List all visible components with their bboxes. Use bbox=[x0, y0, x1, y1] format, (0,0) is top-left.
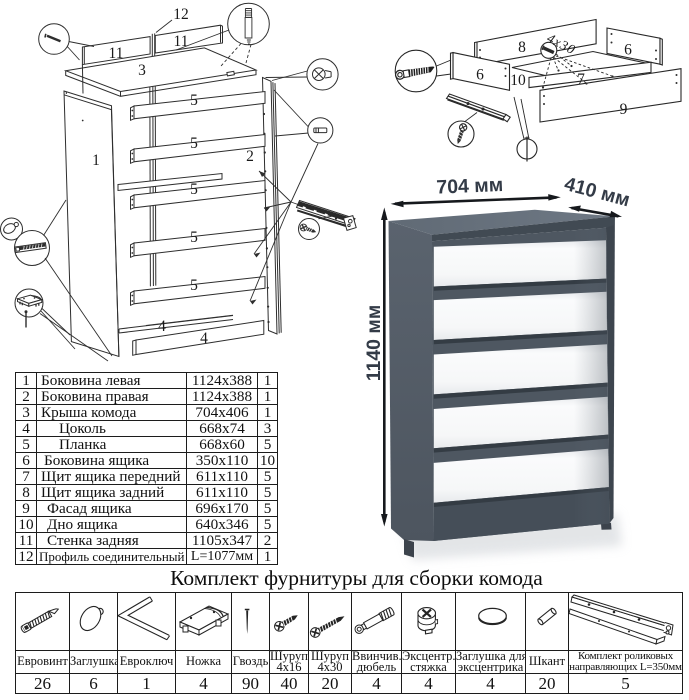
svg-text:5: 5 bbox=[190, 229, 198, 246]
svg-text:6: 6 bbox=[476, 67, 484, 84]
svg-text:5: 5 bbox=[190, 135, 198, 152]
svg-text:6: 6 bbox=[624, 42, 632, 59]
svg-text:4: 4 bbox=[158, 318, 166, 335]
svg-text:1140 мм: 1140 мм bbox=[363, 305, 385, 382]
svg-text:11: 11 bbox=[109, 45, 124, 62]
svg-text:12: 12 bbox=[173, 6, 189, 23]
svg-text:1: 1 bbox=[92, 152, 100, 169]
svg-text:8: 8 bbox=[518, 39, 526, 56]
svg-text:410 мм: 410 мм bbox=[562, 173, 632, 212]
svg-text:2: 2 bbox=[246, 148, 254, 165]
svg-text:4: 4 bbox=[200, 330, 208, 347]
svg-text:5: 5 bbox=[190, 92, 198, 109]
svg-text:9: 9 bbox=[620, 101, 628, 118]
svg-text:7: 7 bbox=[577, 71, 585, 88]
svg-text:5: 5 bbox=[190, 277, 198, 294]
svg-text:704 мм: 704 мм bbox=[436, 174, 504, 199]
svg-text:3: 3 bbox=[138, 62, 146, 79]
svg-text:5: 5 bbox=[190, 181, 198, 198]
svg-text:11: 11 bbox=[174, 33, 189, 50]
svg-text:10: 10 bbox=[510, 72, 526, 89]
